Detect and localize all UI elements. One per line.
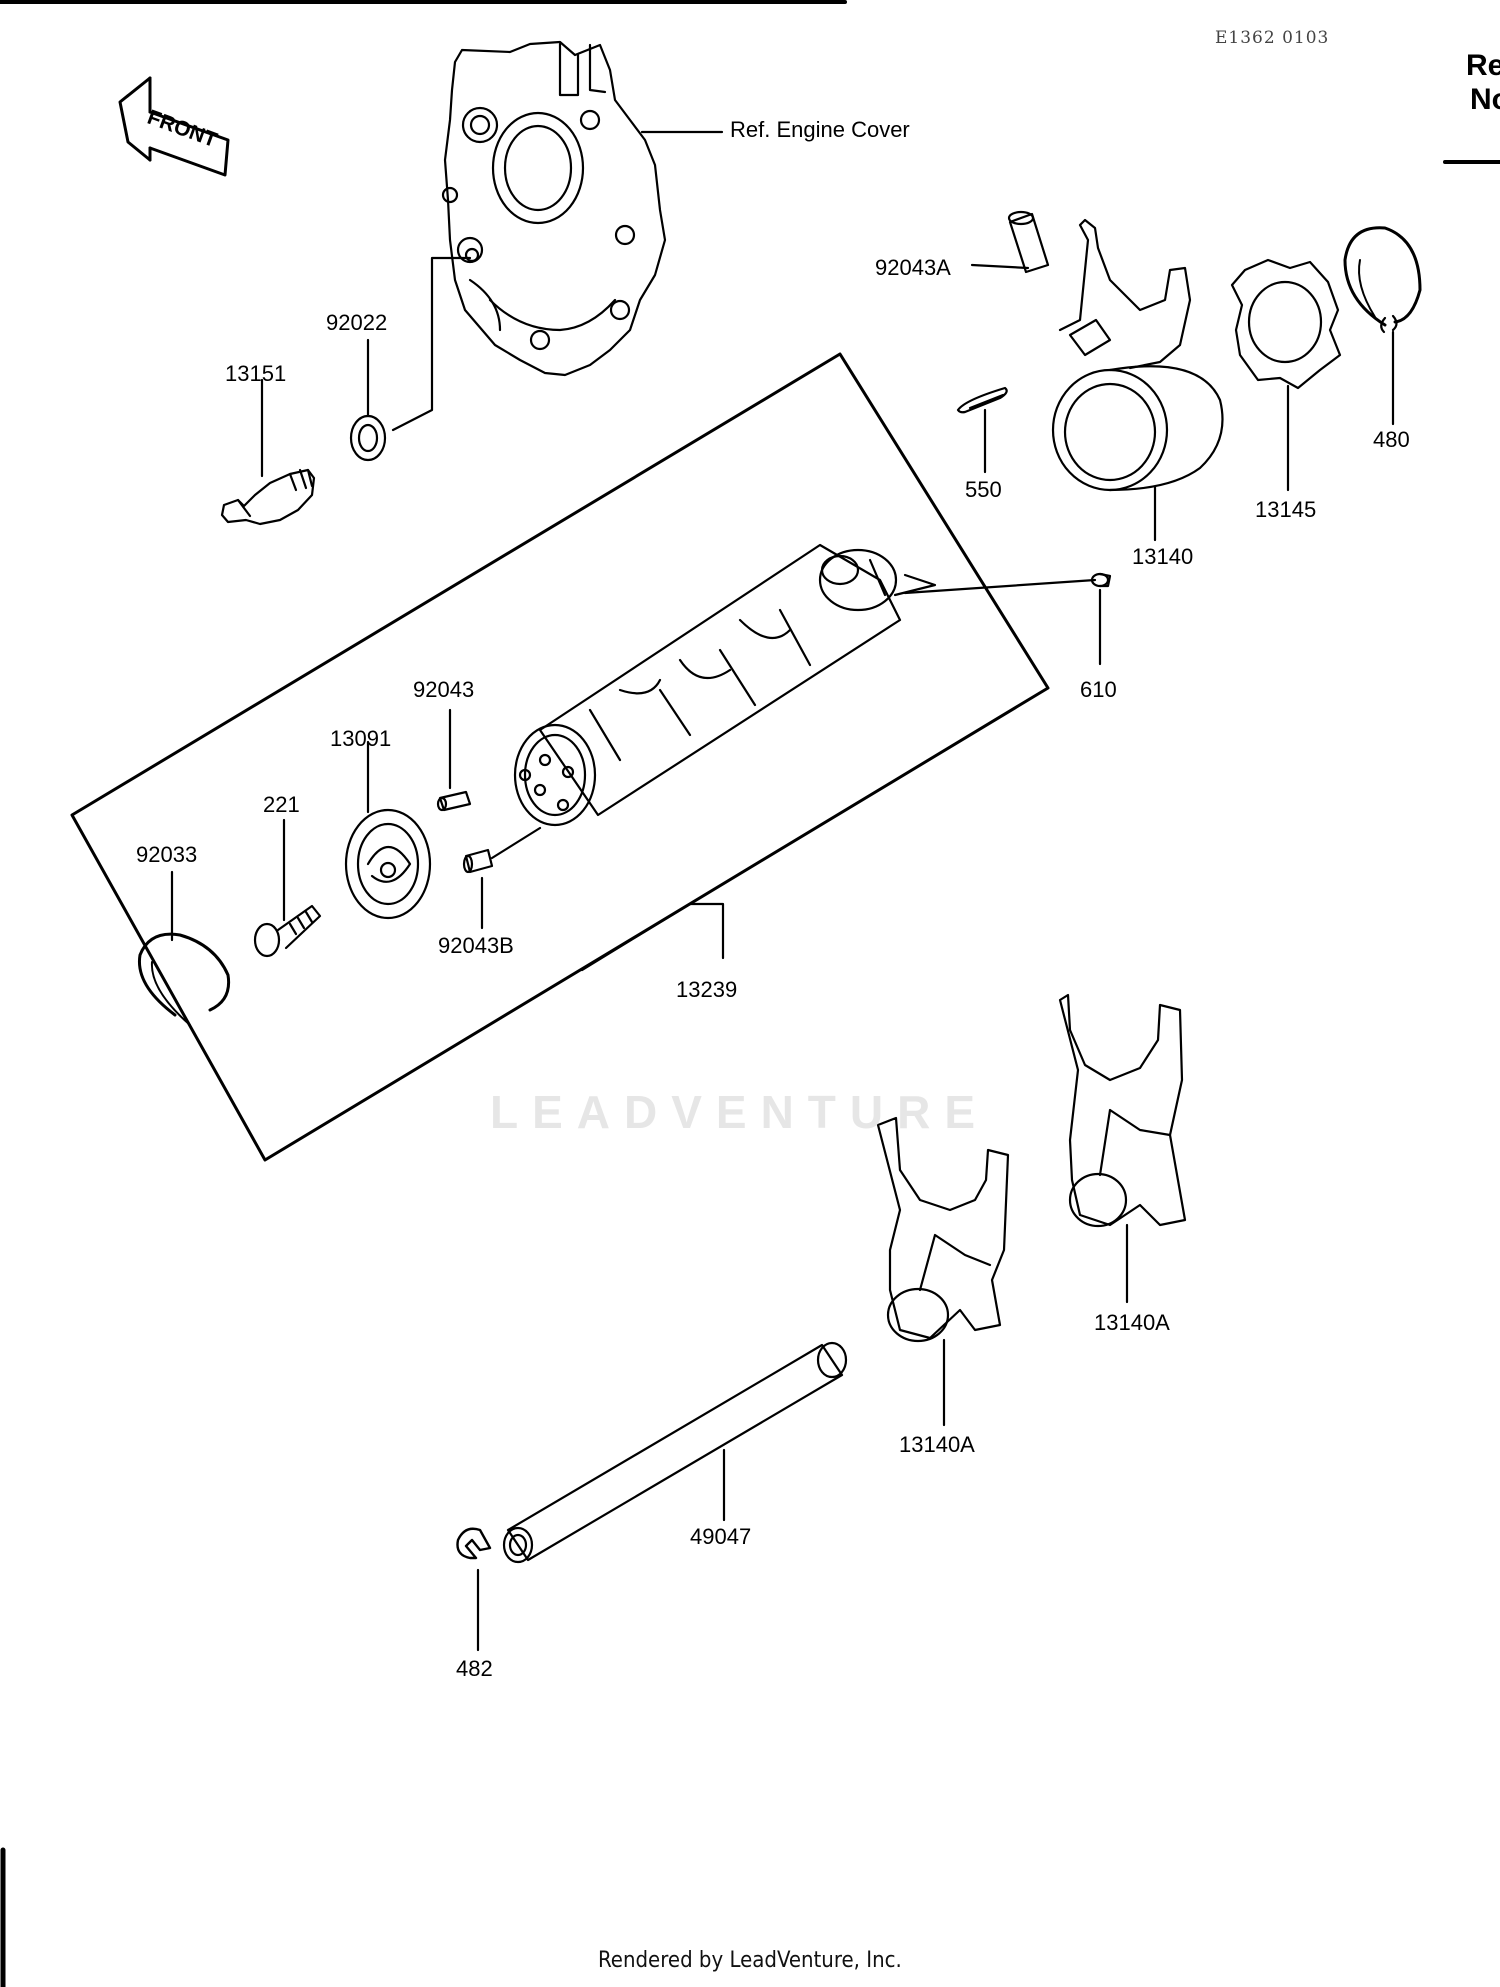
label-92033: 92033 [136,842,198,867]
star-plate-13145-part [1230,258,1342,390]
leader-92043A [970,263,1030,270]
split-pin-550-part [956,386,1008,414]
label-13151: 13151 [225,361,287,386]
pin-92043-part [436,790,472,812]
footer-credit: Rendered by LeadVenture, Inc. [598,1948,902,1973]
label-92043A: 92043A [875,255,951,280]
label-13140A-left: 13140A [899,1432,975,1457]
shift-fork-13140-part [1051,218,1224,492]
label-482: 482 [456,1656,493,1681]
label-92022: 92022 [326,310,388,335]
circlip-92033-part [137,932,231,1026]
engine-cover-part [441,40,667,377]
label-ref-engine-cover: Ref. Engine Cover [730,117,910,142]
pin-92043A-part [1007,210,1050,274]
corner-text-bottom: No [1470,83,1500,116]
front-arrow-icon [118,76,230,177]
leader-13239 [580,902,725,972]
label-49047: 49047 [690,1524,752,1549]
label-610: 610 [1080,677,1117,702]
corner-text-top: Re [1466,49,1500,82]
label-480: 480 [1373,427,1410,452]
washer-92022-part [349,414,387,462]
pin-610-part [1090,572,1112,588]
screw-221-part [253,904,322,958]
shift-fork-13140A-left-part [876,1116,1010,1343]
label-13140: 13140 [1132,544,1194,569]
shift-drum-13239-part [513,543,902,827]
shift-fork-13140A-right-part [1058,993,1187,1228]
shaft-49047-part [502,1341,848,1564]
label-92043: 92043 [413,677,475,702]
diagram-code: E1362 0103 [1215,28,1330,48]
plate-13091-part [344,808,432,920]
e-clip-482-part [456,1527,492,1560]
leader-92043B-to-drum [490,826,542,860]
leader-610-zig [893,573,937,597]
leader-610 [903,578,1097,595]
label-13145: 13145 [1255,497,1317,522]
label-221: 221 [263,792,300,817]
label-13140A-right: 13140A [1094,1310,1170,1335]
pin-92043B-part [462,848,494,874]
switch-13151-part [220,468,316,526]
label-550: 550 [965,477,1002,502]
shift-drum-box [70,352,1050,1162]
circlip-480-part [1343,226,1422,334]
label-92043B: 92043B [438,933,514,958]
label-13239: 13239 [676,977,738,1002]
label-13091: 13091 [330,726,392,751]
watermark-text: LEADVENTURE [490,1086,990,1138]
leader-92022-to-cover [391,256,472,432]
